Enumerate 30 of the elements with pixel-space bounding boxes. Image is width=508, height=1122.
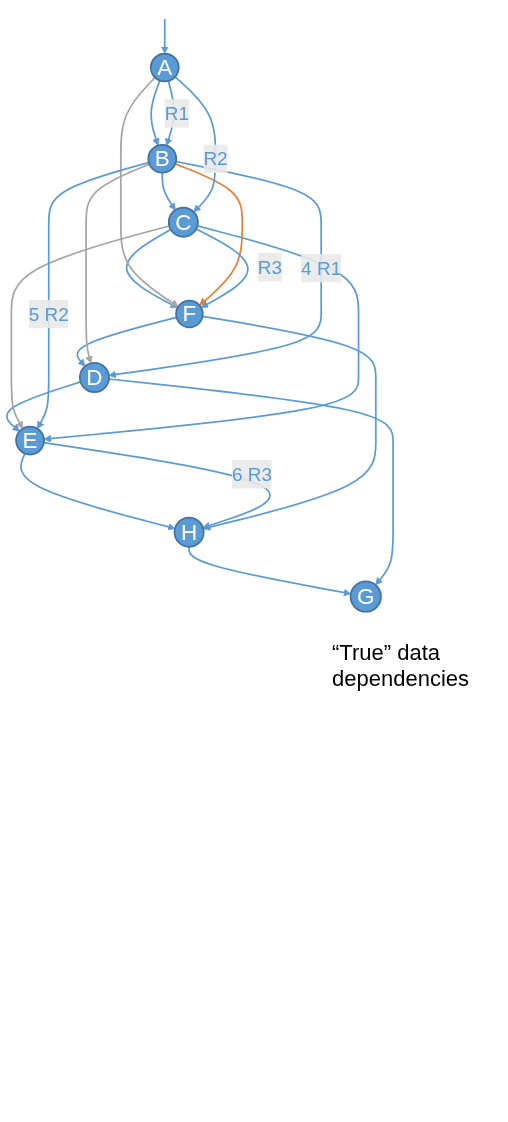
- node-circle: D: [79, 362, 110, 393]
- arrow: [195, 228, 249, 308]
- arrow: [43, 225, 360, 443]
- arrow: [36, 161, 150, 429]
- node-circle: B: [147, 143, 178, 174]
- arrow: [20, 452, 176, 531]
- edge-label: 5 R2: [28, 303, 69, 325]
- edge-label: R1: [164, 102, 189, 125]
- arrow: [6, 381, 82, 432]
- node-circle: H: [173, 516, 205, 548]
- arrow: [76, 316, 178, 367]
- arrow: [188, 545, 352, 597]
- arrow: [108, 160, 323, 379]
- edge-label: 6 R3: [231, 463, 273, 486]
- arrow: [43, 441, 271, 530]
- node-circle: E: [15, 425, 45, 456]
- node-circle: A: [149, 52, 180, 83]
- annotation-text: “True” data dependencies: [332, 640, 470, 692]
- node-circle: G: [349, 580, 382, 613]
- arrow: [85, 163, 151, 364]
- arrow: [174, 163, 244, 306]
- arrow: [161, 171, 176, 211]
- arrow: [150, 79, 161, 146]
- edge-label: R3: [257, 256, 282, 279]
- edge-label: R2: [203, 148, 228, 170]
- edge-label: 4 R1: [301, 257, 342, 280]
- node-circle: C: [167, 206, 199, 238]
- arrow: [108, 378, 394, 586]
- node-circle: F: [175, 299, 204, 329]
- arrow: [160, 18, 169, 54]
